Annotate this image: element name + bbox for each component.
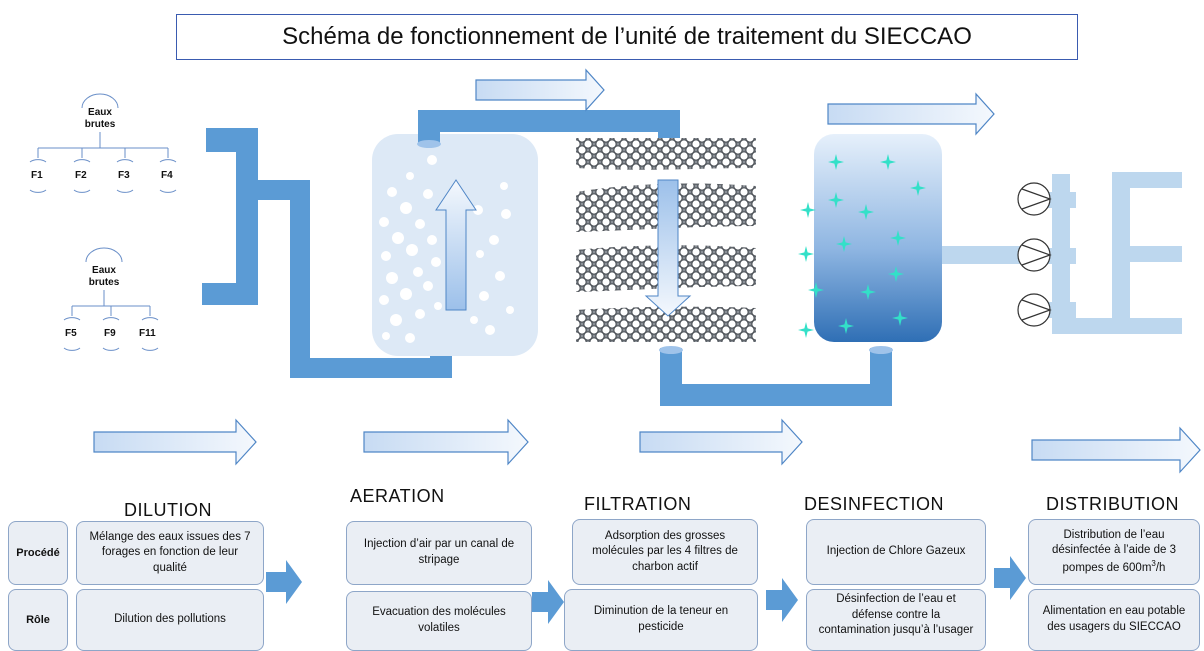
card-text: Diminution de la teneur en pesticide bbox=[593, 605, 729, 633]
raw-water-label-line1: Eaux bbox=[88, 107, 112, 118]
well-f4: F4 bbox=[161, 170, 173, 181]
card-text: Dilution des pollutions bbox=[114, 613, 226, 626]
top-flow-arrows bbox=[475, 68, 995, 136]
card-text: Injection de Chlore Gazeux bbox=[826, 545, 966, 558]
stage-flow-arrows bbox=[93, 418, 1201, 474]
card-text: Mélange des eaux issues des 7 forages en… bbox=[89, 530, 251, 574]
title-text: Schéma de fonctionnement de l’unité de t… bbox=[282, 23, 972, 50]
raw-water-label-line2: brutes bbox=[88, 276, 120, 288]
filter-to-disinfection-pipe bbox=[659, 346, 893, 406]
flow-arrow bbox=[827, 92, 995, 136]
pumps bbox=[1017, 182, 1052, 327]
flow-arrow bbox=[1031, 426, 1201, 474]
card-dilution-role: Dilution des pollutions bbox=[76, 589, 264, 651]
stage-title-desinfection: DESINFECTION bbox=[804, 494, 945, 514]
stage-title-filtration: FILTRATION bbox=[584, 494, 692, 514]
card-filtration-role: Diminution de la teneur en pesticide bbox=[564, 589, 758, 651]
card-text-part: Distribution de l’eau désinfectée à l’ai… bbox=[1051, 528, 1177, 574]
well-f1: F1 bbox=[31, 170, 43, 181]
process-arrows bbox=[266, 556, 1026, 624]
well-f2: F2 bbox=[75, 170, 87, 181]
card-aeration-procede: Injection d’air par un canal de stripage bbox=[346, 521, 532, 585]
card-text: Evacuation des molécules volatiles bbox=[372, 606, 506, 634]
card-filtration-procede: Adsorption des grosses molécules par les… bbox=[572, 519, 758, 585]
raw-water-label-line1: Eaux bbox=[92, 265, 116, 276]
card-aeration-role: Evacuation des molécules volatiles bbox=[346, 591, 532, 651]
wells-tree-2 bbox=[63, 247, 159, 351]
aeration-tank bbox=[372, 134, 538, 356]
row-label-role: Rôle bbox=[8, 589, 68, 651]
card-text: Injection d’air par un canal de stripage bbox=[363, 538, 515, 566]
raw-water-label-line2: brutes bbox=[84, 118, 116, 130]
card-text: Adsorption des grosses molécules par les… bbox=[592, 529, 738, 573]
card-text: Alimentation en eau potable des usagers … bbox=[1042, 605, 1186, 633]
card-text: Désinfection de l’eau et défense contre … bbox=[818, 593, 974, 637]
disinfection-tank bbox=[798, 134, 942, 342]
card-desinfection-role: Désinfection de l’eau et défense contre … bbox=[806, 589, 986, 651]
well-f3: F3 bbox=[118, 170, 130, 181]
well-f5: F5 bbox=[65, 328, 77, 339]
carbon-filters bbox=[576, 138, 756, 342]
row-label-procede: Procédé bbox=[8, 521, 68, 585]
card-desinfection-procede: Injection de Chlore Gazeux bbox=[806, 519, 986, 585]
flow-arrow bbox=[639, 418, 803, 466]
flow-arrow bbox=[475, 68, 605, 112]
stage-title-aeration: AERATION bbox=[350, 486, 445, 506]
flow-arrow bbox=[363, 418, 529, 466]
process-arrow bbox=[532, 580, 564, 624]
flow-arrow bbox=[93, 418, 257, 466]
raw-water-label-2: Eaux brutes bbox=[84, 265, 124, 288]
well-f9: F9 bbox=[104, 328, 116, 339]
card-text: Distribution de l’eau désinfectée à l’ai… bbox=[1037, 528, 1191, 576]
process-arrow bbox=[266, 560, 302, 604]
distribution-network bbox=[942, 172, 1182, 334]
stage-title-dilution: DILUTION bbox=[124, 500, 213, 520]
card-distribution-procede: Distribution de l’eau désinfectée à l’ai… bbox=[1028, 519, 1200, 585]
card-text-superscript: 3 bbox=[1151, 558, 1156, 568]
card-dilution-procede: Mélange des eaux issues des 7 forages en… bbox=[76, 521, 264, 585]
well-f11: F11 bbox=[139, 328, 156, 339]
card-distribution-role: Alimentation en eau potable des usagers … bbox=[1028, 589, 1200, 651]
row-label-role-text: Rôle bbox=[26, 614, 50, 626]
diagram-title: Schéma de fonctionnement de l’unité de t… bbox=[176, 14, 1078, 60]
row-label-procede-text: Procédé bbox=[16, 547, 60, 559]
process-arrow bbox=[766, 578, 798, 622]
raw-water-label-1: Eaux brutes bbox=[80, 107, 120, 130]
wells-tree-1 bbox=[29, 93, 177, 193]
process-arrow bbox=[994, 556, 1026, 600]
card-text-part: /h bbox=[1155, 561, 1166, 574]
aeration-to-filter-pipe bbox=[417, 110, 681, 148]
stage-title-distribution: DISTRIBUTION bbox=[1046, 494, 1180, 514]
